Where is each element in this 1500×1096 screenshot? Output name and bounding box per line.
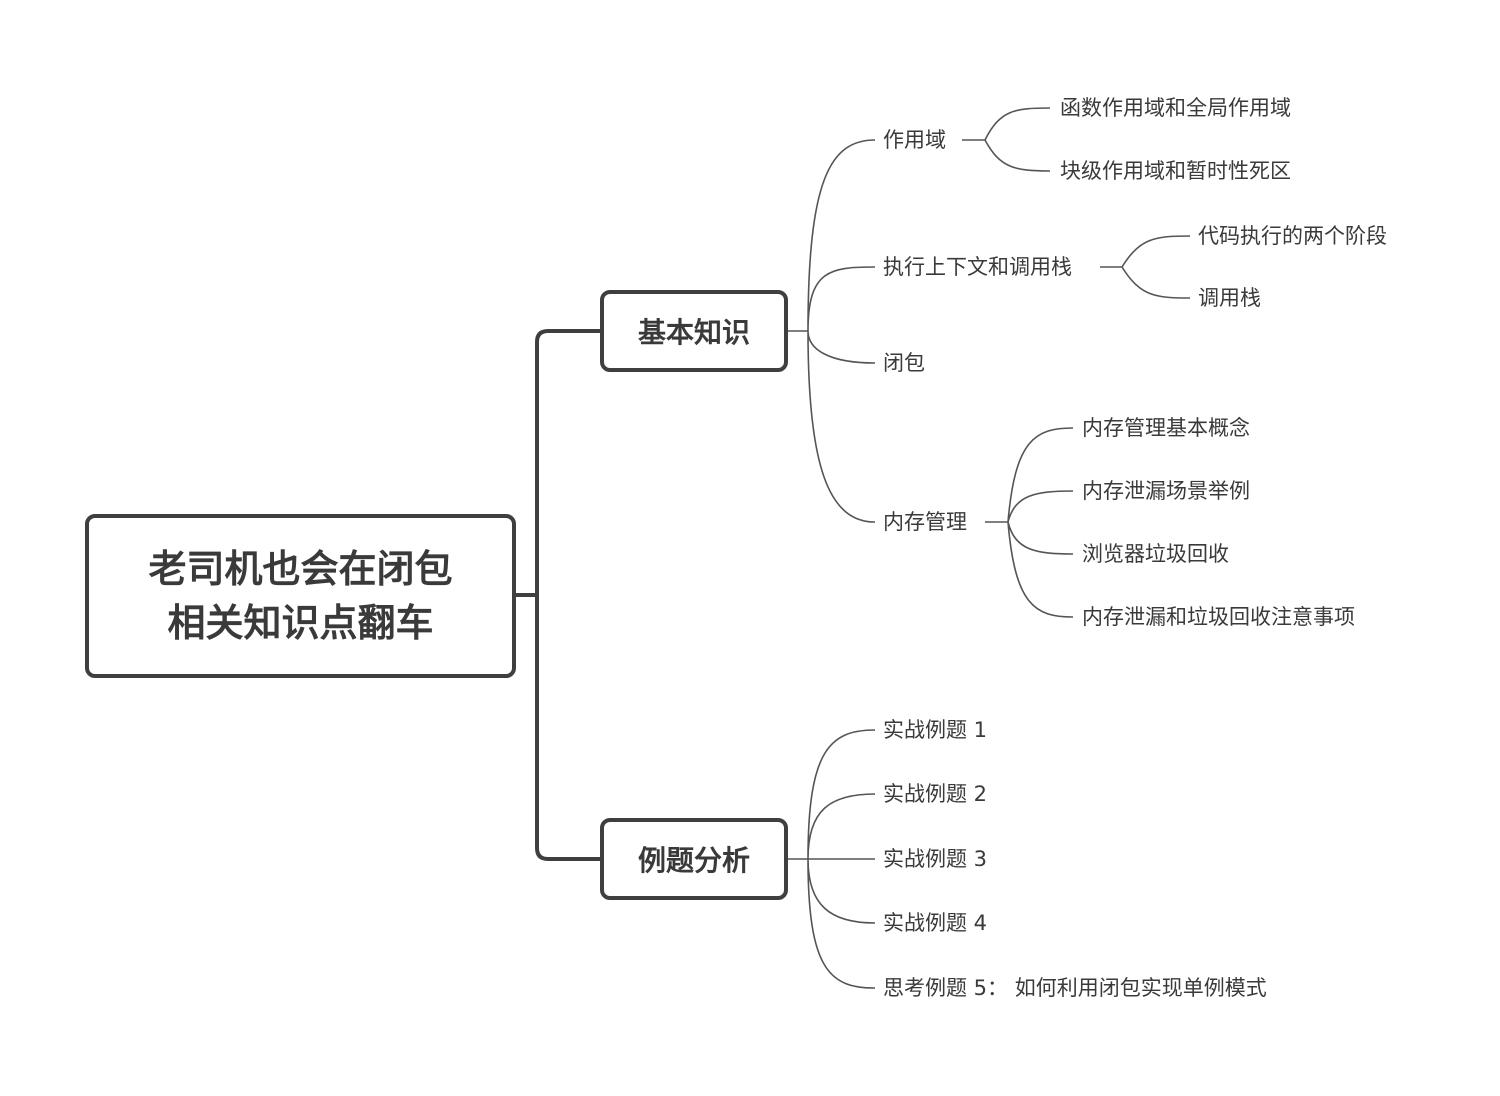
root-topic[interactable]: 老司机也会在闭包 相关知识点翻车: [85, 514, 516, 678]
example-item[interactable]: 思考例题 5： 如何利用闭包实现单例模式: [883, 976, 1267, 1000]
scope-connector: [962, 107, 1051, 172]
subtopic-scope[interactable]: 作用域: [883, 128, 946, 152]
memory-item[interactable]: 内存泄漏场景举例: [1082, 479, 1250, 503]
context-item[interactable]: 调用栈: [1198, 286, 1261, 310]
subtopic-memory[interactable]: 内存管理: [883, 510, 967, 534]
subtopic-closure[interactable]: 闭包: [883, 351, 925, 375]
scope-item[interactable]: 块级作用域和暂时性死区: [1060, 159, 1291, 183]
subtopic-context[interactable]: 执行上下文和调用栈: [883, 255, 1072, 279]
topic-basics[interactable]: 基本知识: [600, 290, 788, 372]
memory-item[interactable]: 内存泄漏和垃圾回收注意事项: [1082, 605, 1355, 629]
memory-connector: [985, 427, 1074, 618]
root-title-line-1: 老司机也会在闭包: [148, 547, 453, 591]
example-item[interactable]: 实战例题 2: [883, 782, 988, 806]
example-item[interactable]: 实战例题 4: [883, 911, 988, 935]
memory-item[interactable]: 浏览器垃圾回收: [1082, 542, 1229, 566]
context-item[interactable]: 代码执行的两个阶段: [1198, 224, 1387, 248]
root-title-line-2: 相关知识点翻车: [167, 601, 434, 645]
memory-item[interactable]: 内存管理基本概念: [1082, 416, 1250, 440]
topic-examples[interactable]: 例题分析: [600, 818, 788, 900]
examples-connector: [788, 729, 876, 989]
example-item[interactable]: 实战例题 3: [883, 847, 988, 871]
topic-basics-label: 基本知识: [637, 316, 750, 349]
topic-examples-label: 例题分析: [637, 844, 750, 877]
scope-item[interactable]: 函数作用域和全局作用域: [1060, 96, 1291, 120]
example-item[interactable]: 实战例题 1: [883, 718, 988, 742]
basics-connector: [788, 139, 876, 523]
root-connector: [514, 329, 602, 861]
context-connector: [1100, 235, 1191, 299]
